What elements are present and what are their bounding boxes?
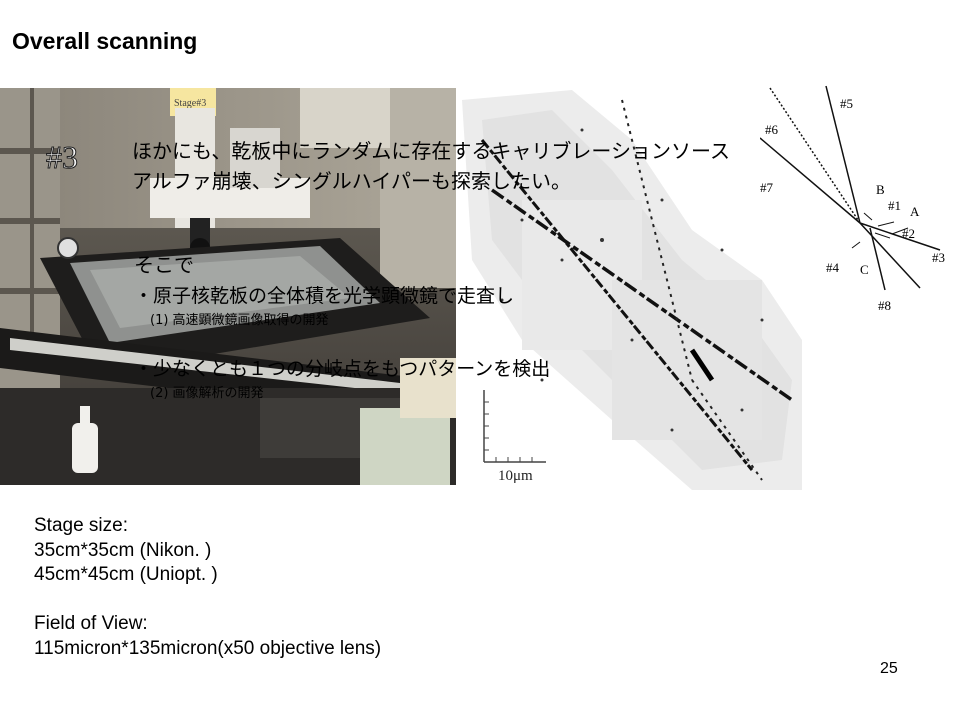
diagram-label-5: #5 bbox=[840, 96, 853, 111]
diagram-label-8: #8 bbox=[878, 298, 891, 313]
stage-size-uniopt: 45cm*45cm (Uniopt. ) bbox=[34, 564, 218, 585]
track-diagram: #5 #6 #7 B #1 A #2 #3 #4 C #8 bbox=[759, 78, 956, 328]
overlay-text-sokode: そこで bbox=[134, 253, 194, 277]
diagram-label-c: C bbox=[860, 262, 869, 277]
blank-line bbox=[34, 588, 381, 613]
diagram-label-7: #7 bbox=[760, 180, 774, 195]
diagram-label-1: #1 bbox=[888, 198, 901, 213]
overlay-bullet-detect: ・少なくとも１つの分岐点をもつパターンを検出 bbox=[134, 358, 551, 380]
overlay-bullet-scan: ・原子核乾板の全体積を光学顕微鏡で走査し bbox=[134, 285, 515, 307]
diagram-label-4: #4 bbox=[826, 260, 840, 275]
diagram-label-b: B bbox=[876, 182, 885, 197]
photo-handwritten-label: #3 bbox=[46, 139, 78, 175]
emulsion-micrograph: 10μm bbox=[462, 80, 802, 490]
overlay-text-line1: ほかにも、乾板中にランダムに存在するキャリブレーションソース bbox=[132, 139, 730, 163]
page-number: 25 bbox=[880, 660, 898, 677]
stage-size-label: Stage size: bbox=[34, 515, 128, 536]
scale-bar-label: 10μm bbox=[498, 468, 533, 484]
slide-title: Overall scanning bbox=[12, 28, 198, 54]
diagram-label-a: A bbox=[910, 204, 920, 219]
diagram-label-6: #6 bbox=[765, 122, 779, 137]
diagram-label-3: #3 bbox=[932, 250, 945, 265]
diagram-label-2: #2 bbox=[902, 226, 915, 241]
overlay-sub-microscope-dev: (1) 高速顕微鏡画像取得の開発 bbox=[150, 313, 329, 328]
stage-info: Stage size: 35cm*35cm (Nikon. ) 45cm*45c… bbox=[34, 514, 381, 661]
fov-label: Field of View: bbox=[34, 613, 148, 634]
microscope-photo: Stage#3 #3 bbox=[0, 88, 456, 485]
stage-size-nikon: 35cm*35cm (Nikon. ) bbox=[34, 539, 212, 561]
fov-value: 115micron*135micron(x50 objective lens) bbox=[34, 637, 382, 659]
photo-sticker: Stage#3 bbox=[174, 98, 206, 109]
overlay-text-line2: アルファ崩壊、シングルハイパーも探索したい。 bbox=[132, 169, 571, 193]
overlay-sub-image-analysis: (2) 画像解析の開発 bbox=[150, 386, 264, 401]
